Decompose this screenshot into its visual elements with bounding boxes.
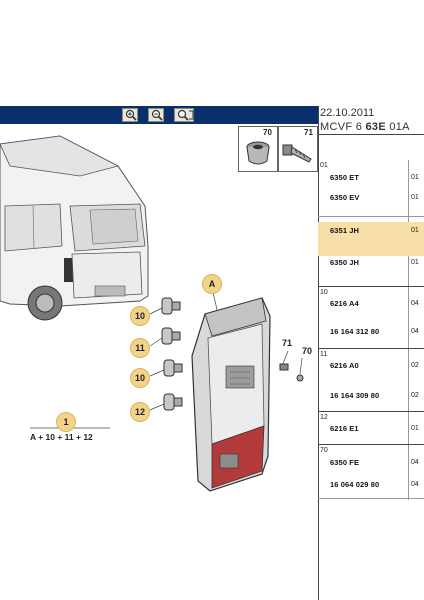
part-qty: 02	[411, 392, 419, 399]
part-qty: 04	[411, 481, 419, 488]
code-suffix: 01A	[385, 121, 410, 133]
part-qty: 04	[411, 300, 419, 307]
header-divider	[318, 134, 424, 135]
part-ref[interactable]: 6216 E1	[330, 424, 359, 433]
fastener-12	[163, 393, 183, 411]
group-divider	[318, 348, 424, 349]
zoom-fit-button[interactable]	[174, 108, 194, 122]
part-ref[interactable]: 6216 A0	[330, 361, 359, 370]
fastener-11	[161, 327, 181, 345]
callout-10a[interactable]: 10	[130, 306, 150, 326]
part-qty: 04	[411, 459, 419, 466]
part-ref[interactable]: 6216 A4	[330, 299, 359, 308]
callout-1[interactable]: 1	[56, 412, 76, 432]
code-bold: 63E	[365, 121, 386, 133]
part-ref[interactable]: 6350 FE	[330, 458, 360, 467]
group-number: 01	[320, 162, 328, 169]
part-ref[interactable]: 6350 JH	[330, 258, 360, 267]
detail-cell-70[interactable]: 70	[238, 126, 278, 172]
screw-icon	[282, 144, 312, 163]
group-divider	[318, 411, 424, 412]
part-ref[interactable]: 6350 ET	[330, 173, 360, 182]
label-70[interactable]: 70	[302, 346, 313, 356]
qty-column-border	[408, 160, 409, 500]
part-qty: 04	[411, 328, 419, 335]
group-number: 12	[320, 414, 328, 421]
assembly-formula: A + 10 + 11 + 12	[30, 432, 93, 442]
row-divider	[318, 216, 424, 217]
part-qty: 01	[411, 194, 419, 201]
selected-row-highlight	[318, 222, 424, 256]
detail-cell-number: 71	[304, 128, 313, 137]
group-number: 70	[320, 447, 328, 454]
tail-lamp-assembly	[191, 297, 271, 492]
part-ref[interactable]: 16 164 312 80	[330, 327, 380, 336]
group-divider	[318, 286, 424, 287]
zoom-out-icon	[151, 109, 163, 121]
table-bottom	[318, 498, 424, 499]
grommet-icon	[246, 141, 270, 165]
exploded-diagram	[0, 135, 304, 492]
part-qty: 01	[411, 259, 419, 266]
group-number: 10	[320, 289, 328, 296]
group-number: 11	[320, 351, 328, 358]
zoom-in-button[interactable]	[122, 108, 138, 122]
callout-A[interactable]: A	[202, 274, 222, 294]
fastener-10a	[161, 297, 181, 315]
part-ref[interactable]: 16 064 029 80	[330, 480, 380, 489]
part-ref-selected[interactable]: 6351 JH	[330, 226, 360, 235]
vehicle-drawing	[0, 135, 149, 321]
label-71[interactable]: 71	[282, 338, 293, 348]
document-date: 22.10.2011	[320, 107, 375, 119]
fastener-10b	[163, 359, 183, 377]
zoom-in-icon	[125, 109, 137, 121]
table-left-border	[318, 106, 319, 600]
part-qty: 02	[411, 362, 419, 369]
document-code: MCVF 6 63E 01A	[320, 121, 410, 133]
group-divider	[318, 444, 424, 445]
part-qty: 01	[411, 174, 419, 181]
zoom-fit-icon	[177, 109, 194, 121]
part-qty: 01	[411, 227, 419, 234]
screw-71	[279, 363, 289, 371]
code-prefix: MCVF 6	[320, 121, 366, 133]
part-ref[interactable]: 16 164 309 80	[330, 391, 380, 400]
callout-11[interactable]: 11	[130, 338, 150, 358]
grommet-70	[296, 374, 304, 382]
zoom-out-button[interactable]	[148, 108, 164, 122]
detail-cell-71[interactable]: 71	[278, 126, 318, 172]
callout-12[interactable]: 12	[130, 402, 150, 422]
detail-cell-number: 70	[263, 128, 272, 137]
callout-10b[interactable]: 10	[130, 368, 150, 388]
part-qty: 01	[411, 425, 419, 432]
part-ref[interactable]: 6350 EV	[330, 193, 360, 202]
